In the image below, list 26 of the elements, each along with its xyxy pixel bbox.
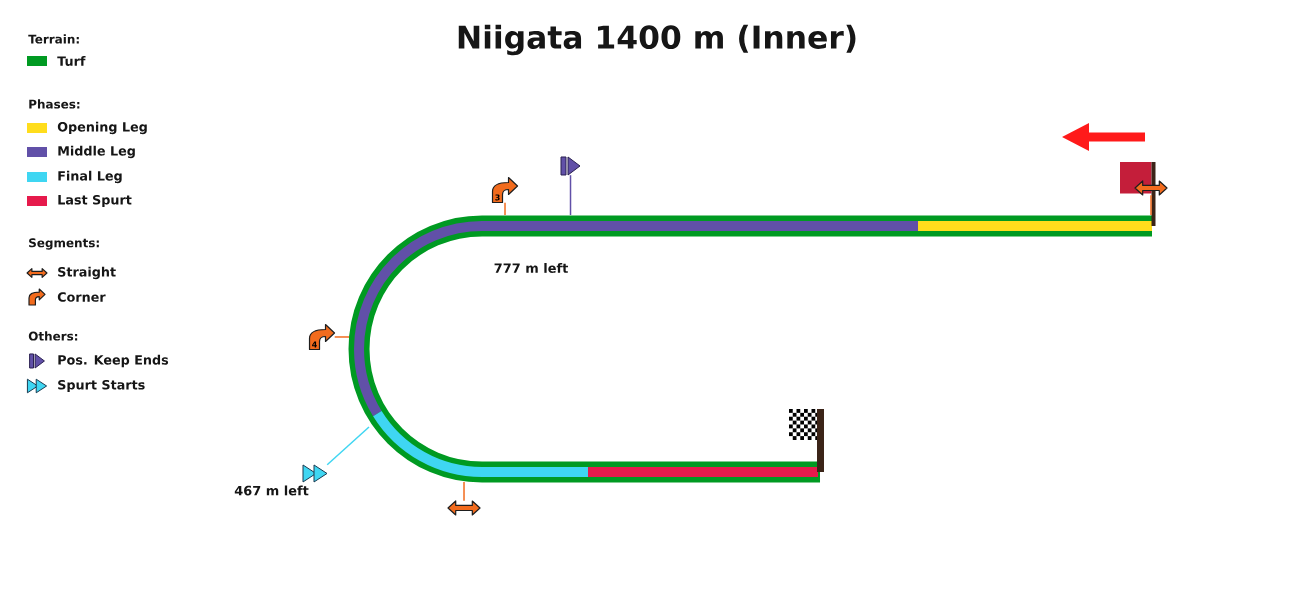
legend-heading: Segments: <box>29 238 99 250</box>
distance-label: 777 m left <box>494 262 568 273</box>
legend-label: Pos. Keep Ends <box>58 354 169 368</box>
legend-label: Straight <box>58 266 116 280</box>
legend-heading: Others: <box>28 331 78 341</box>
leader-line <box>463 481 465 502</box>
double-arrow-icon <box>1134 180 1168 196</box>
legend-label: Opening Leg <box>57 121 147 135</box>
leader-line <box>333 336 350 338</box>
legend-label: Last Spurt <box>58 194 132 208</box>
bar-triangle-icon <box>560 156 581 176</box>
leader-line <box>569 174 572 216</box>
legend-label: Middle Leg <box>58 145 135 159</box>
legend-heading: Terrain: <box>28 34 79 44</box>
legend-heading: Phases: <box>29 99 80 109</box>
leader-line <box>1150 194 1152 216</box>
fast-forward-icon <box>302 464 328 483</box>
title: Niigata 1400 m (Inner) <box>458 24 856 56</box>
legend-label: Final Leg <box>58 170 122 184</box>
distance-label: 467 m left <box>234 485 309 496</box>
legend-label: Turf <box>57 56 86 66</box>
leader-line <box>326 426 370 466</box>
legend-label: Spurt Starts <box>58 379 145 393</box>
legend-label: Corner <box>57 292 106 302</box>
double-arrow-icon <box>447 500 481 516</box>
leader-line <box>504 201 506 216</box>
